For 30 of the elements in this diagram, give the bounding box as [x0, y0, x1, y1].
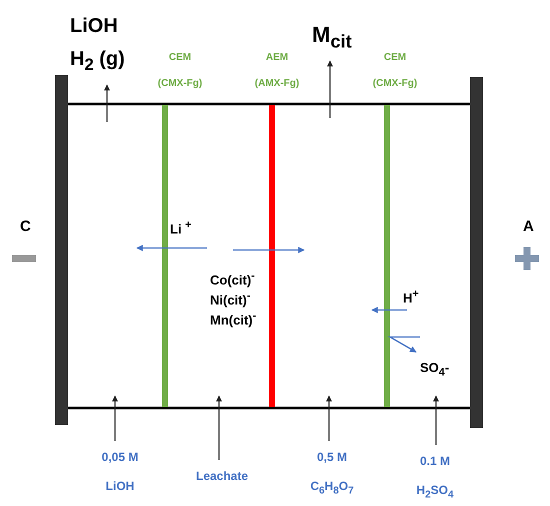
solution-text: Leachate	[194, 468, 250, 485]
concentration-text: 0,5 M	[316, 449, 348, 466]
ion-label: Ni(cit)$^{-}$	[210, 290, 250, 308]
ion-label: Co(cit)$^{-}$	[210, 270, 255, 288]
membrane-label: CEM	[168, 52, 192, 63]
membrane-label: (AMX-Fg)	[254, 78, 300, 89]
solution-text: LiOH	[104, 478, 136, 495]
membrane-label: (CMX-Fg)	[156, 78, 204, 89]
membrane-label: (CMX-Fg)	[372, 78, 418, 89]
membrane-label: CEM	[382, 52, 408, 63]
ion-label: SO$_{4}$-	[420, 360, 450, 379]
electrode-label: C	[20, 218, 31, 235]
ion-label: Li $^{+}$	[170, 219, 192, 236]
flow-arrow	[104, 84, 110, 122]
concentration-text: 0,05 M	[100, 449, 140, 466]
product-text: M$_{cit}$	[312, 21, 353, 54]
product-text: LiOH	[70, 14, 119, 39]
ion-label: Mn(cit)$^{-}$	[210, 310, 256, 328]
flow-arrow	[433, 395, 439, 445]
product-text: H$_{2}$ (g)	[70, 47, 126, 76]
solution-text: C$_{6}$H$_{8}$O$_{7}$	[309, 478, 355, 498]
concentration-text: 0.1 M	[418, 453, 451, 470]
flow-arrow	[216, 395, 222, 460]
solution-text: H$_{2}$SO$_{4}$	[415, 482, 455, 502]
flow-arrow	[326, 395, 332, 441]
electrode-label: A	[523, 218, 534, 235]
flow-arrow	[327, 60, 333, 118]
flow-arrow	[112, 395, 118, 441]
ion-label: H$^{+}$	[403, 288, 419, 306]
membrane-label: AEM	[264, 52, 290, 63]
